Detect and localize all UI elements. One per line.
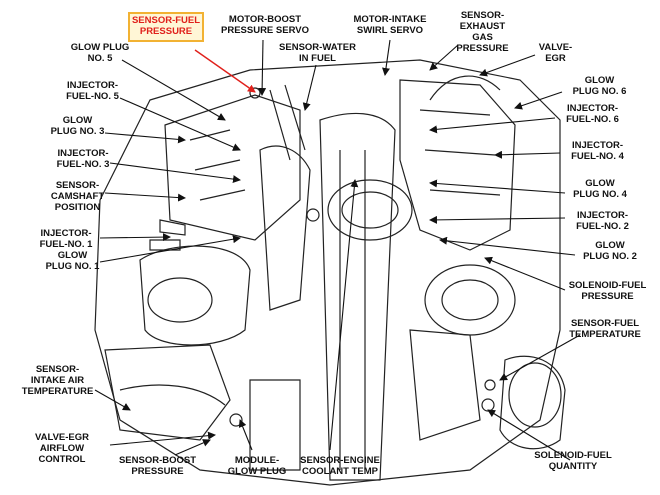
label-sensor-fuel-pressure-highlighted: SENSOR-FUEL PRESSURE [131,15,201,37]
label-glow-plug-4: GLOW PLUG NO. 4 [573,178,627,200]
highlight-box [128,12,204,42]
label-glow-plug-5: GLOW PLUG NO. 5 [70,42,130,64]
label-injector-fuel-3: INJECTOR- FUEL-NO. 3 [56,148,110,170]
label-sensor-fuel-temperature: SENSOR-FUEL TEMPERATURE [569,318,641,340]
label-motor-intake-swirl-servo: MOTOR-INTAKE SWIRL SERVO [353,14,427,36]
label-glow-plug-6: GLOW PLUG NO. 6 [572,75,627,97]
label-injector-fuel-5: INJECTOR- FUEL-NO. 5 [66,80,119,102]
label-glow-plug-1: GLOW PLUG NO. 1 [45,250,100,272]
label-valve-egr-airflow-control: VALVE-EGR AIRFLOW CONTROL [34,432,89,465]
arrow-sensor-fuel-pressure [194,49,256,93]
label-solenoid-fuel-quantity: SOLENOID-FUEL QUANTITY [534,450,612,472]
label-sensor-intake-air-temperature: SENSOR- INTAKE AIR TEMPERATURE [21,364,94,397]
label-sensor-engine-coolant-temp: SENSOR-ENGINE COOLANT TEMP [300,455,380,477]
label-sensor-boost-pressure: SENSOR-BOOST PRESSURE [118,455,197,477]
label-sensor-exhaust-gas-pressure: SENSOR- EXHAUST GAS PRESSURE [456,10,509,54]
label-sensor-water-in-fuel: SENSOR-WATER IN FUEL [279,42,356,64]
label-valve-egr: VALVE- EGR [538,42,573,64]
label-solenoid-fuel-pressure: SOLENOID-FUEL PRESSURE [568,280,647,302]
label-glow-plug-2: GLOW PLUG NO. 2 [583,240,637,262]
label-injector-fuel-6: INJECTOR- FUEL-NO. 6 [566,103,619,125]
label-injector-fuel-2: INJECTOR- FUEL-NO. 2 [576,210,629,232]
label-glow-plug-3: GLOW PLUG NO. 3 [50,115,105,137]
label-motor-boost-pressure-servo: MOTOR-BOOST PRESSURE SERVO [221,14,309,36]
label-module-glow-plug: MODULE- GLOW PLUG [227,455,287,477]
label-injector-fuel-4: INJECTOR- FUEL-NO. 4 [571,140,624,162]
label-sensor-camshaft-position: SENSOR- CAMSHAFT POSITION [50,180,105,213]
label-injector-fuel-1: INJECTOR- FUEL-NO. 1 [39,228,93,250]
